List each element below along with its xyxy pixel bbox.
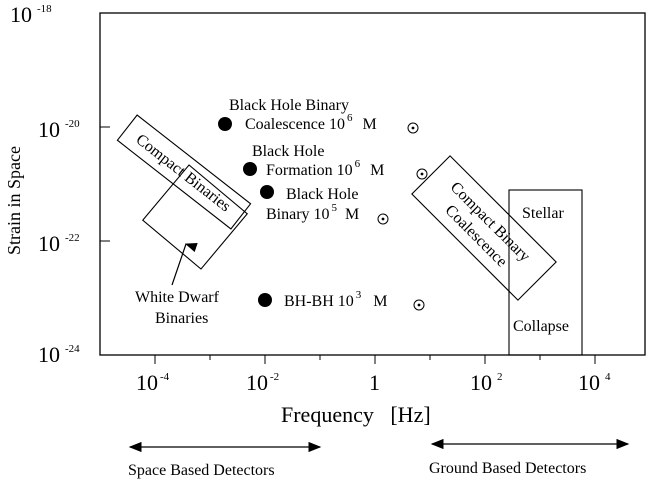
y-tick-label: 10-22 <box>38 231 80 256</box>
white-dwarf-line2: Binaries <box>155 310 208 327</box>
source-dot-bh-binary <box>260 185 274 199</box>
source-dot-bh-coalescence <box>218 117 232 131</box>
x-tick-label: 1 <box>369 370 380 395</box>
x-tick-label: 10-4 <box>136 370 170 395</box>
compact-binaries-label: Compact Binaries <box>132 131 233 215</box>
sun-icon <box>416 168 428 180</box>
collapse-label: Collapse <box>513 318 569 335</box>
bh-binary-line1: Black Hole <box>286 186 358 203</box>
white-dwarf-arrow <box>171 242 198 286</box>
source-dot-bh-formation <box>243 162 257 176</box>
y-axis-ticks <box>100 12 110 356</box>
x-axis-label: Frequency [Hz] <box>281 402 431 427</box>
sun-icon <box>377 213 389 225</box>
stellar-label: Stellar <box>522 205 564 222</box>
sun-icon <box>407 122 419 134</box>
compact-binary-coalescence-region: Compact Binary Coalescence <box>411 155 557 301</box>
y-tick-label: 10-20 <box>38 117 80 142</box>
stellar-collapse-region <box>508 189 583 356</box>
sun-icon <box>413 299 425 311</box>
y-tick-label: 10-24 <box>38 342 80 367</box>
white-dwarf-line1: White Dwarf <box>135 289 220 306</box>
x-tick-label: 10-2 <box>246 370 279 395</box>
y-tick-label: 10-18 <box>10 2 52 27</box>
compact-binaries-region: Compact Binaries <box>116 114 252 230</box>
ground-detectors-label: Ground Based Detectors <box>429 460 586 477</box>
y-axis-label: Strain in Space <box>4 146 24 255</box>
bh-formation-line1: Black Hole <box>252 143 324 160</box>
x-axis-ticks <box>154 355 596 364</box>
space-detectors-label: Space Based Detectors <box>128 462 275 479</box>
source-dot-bh-bh <box>258 293 272 307</box>
plot-frame <box>99 12 646 356</box>
white-dwarf-region <box>141 164 249 270</box>
bh-coalescence-line1: Black Hole Binary <box>229 97 349 114</box>
